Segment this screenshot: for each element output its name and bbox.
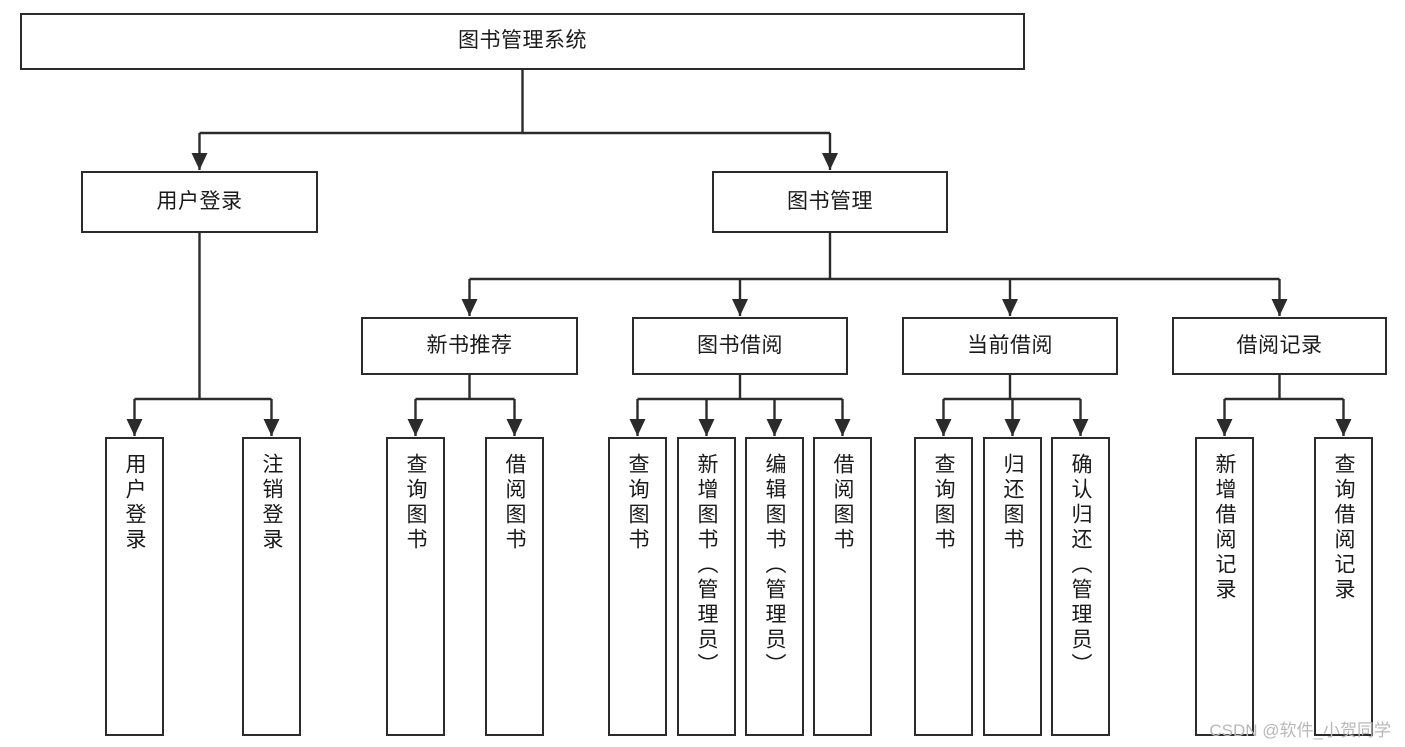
arrowhead-icon <box>834 419 851 436</box>
node-leaf-query-book-1: 查询图书 <box>386 437 445 736</box>
node-leaf-add-book: 新增图书（管理员） <box>677 437 736 736</box>
arrowhead-icon <box>1271 299 1288 316</box>
node-new-book-rec: 新书推荐 <box>361 317 578 375</box>
arrowhead-icon <box>407 419 424 436</box>
arrowhead-icon <box>766 419 783 436</box>
arrowhead-icon <box>461 299 478 316</box>
node-leaf-edit-book: 编辑图书（管理员） <box>745 437 804 736</box>
node-book-manage: 图书管理 <box>712 171 948 233</box>
node-label: 图书管理系统 <box>458 29 587 53</box>
node-label: 新增图书（管理员） <box>695 453 718 678</box>
node-label: 用户登录 <box>156 189 243 213</box>
node-user-login: 用户登录 <box>81 171 318 233</box>
arrowhead-icon <box>935 419 952 436</box>
node-leaf-borrow-book-1: 借阅图书 <box>485 437 544 736</box>
node-label: 图书管理 <box>787 189 873 213</box>
node-label: 注销登录 <box>260 453 283 553</box>
node-leaf-query-book-3: 查询图书 <box>914 437 973 736</box>
node-leaf-borrow-book-2: 借阅图书 <box>813 437 872 736</box>
node-label: 借阅图书 <box>831 453 854 553</box>
arrowhead-icon <box>263 419 280 436</box>
arrowhead-icon <box>506 419 523 436</box>
node-label: 查询图书 <box>932 453 955 553</box>
node-leaf-add-record: 新增借阅记录 <box>1195 437 1254 736</box>
node-leaf-query-record: 查询借阅记录 <box>1314 437 1373 736</box>
arrowhead-icon <box>1335 419 1352 436</box>
node-label: 查询借阅记录 <box>1332 453 1355 603</box>
node-label: 当前借阅 <box>967 333 1053 357</box>
node-label: 归还图书 <box>1001 453 1024 553</box>
node-label: 查询图书 <box>404 453 427 553</box>
node-label: 新增借阅记录 <box>1213 453 1236 603</box>
arrowhead-icon <box>822 153 838 170</box>
arrowhead-icon <box>1216 419 1233 436</box>
arrowhead-icon <box>126 419 143 436</box>
node-book-borrow: 图书借阅 <box>632 317 848 375</box>
arrowhead-icon <box>629 419 646 436</box>
node-borrow-record: 借阅记录 <box>1172 317 1387 375</box>
node-leaf-logout: 注销登录 <box>242 437 301 736</box>
node-leaf-return-book: 归还图书 <box>983 437 1042 736</box>
node-label: 查询图书 <box>626 453 649 553</box>
node-label: 新书推荐 <box>426 333 513 357</box>
node-current-borrow: 当前借阅 <box>902 317 1118 375</box>
node-label: 借阅记录 <box>1236 333 1323 357</box>
arrowhead-icon <box>1072 419 1089 436</box>
node-label: 确认归还（管理员） <box>1069 453 1092 678</box>
arrowhead-icon <box>1004 419 1021 436</box>
watermark-text: CSDN @软件_小贺同学 <box>1209 721 1391 740</box>
node-label: 用户登录 <box>123 453 146 553</box>
node-leaf-user-login: 用户登录 <box>105 437 164 736</box>
arrowhead-icon <box>191 153 208 170</box>
arrowhead-icon <box>698 419 715 436</box>
arrowhead-icon <box>1002 299 1018 316</box>
arrowhead-icon <box>732 299 748 316</box>
node-leaf-confirm-return: 确认归还（管理员） <box>1051 437 1110 736</box>
node-label: 编辑图书（管理员） <box>763 453 786 678</box>
node-root: 图书管理系统 <box>20 13 1025 70</box>
node-leaf-query-book-2: 查询图书 <box>608 437 667 736</box>
node-label: 图书借阅 <box>697 333 783 357</box>
node-label: 借阅图书 <box>503 453 526 553</box>
